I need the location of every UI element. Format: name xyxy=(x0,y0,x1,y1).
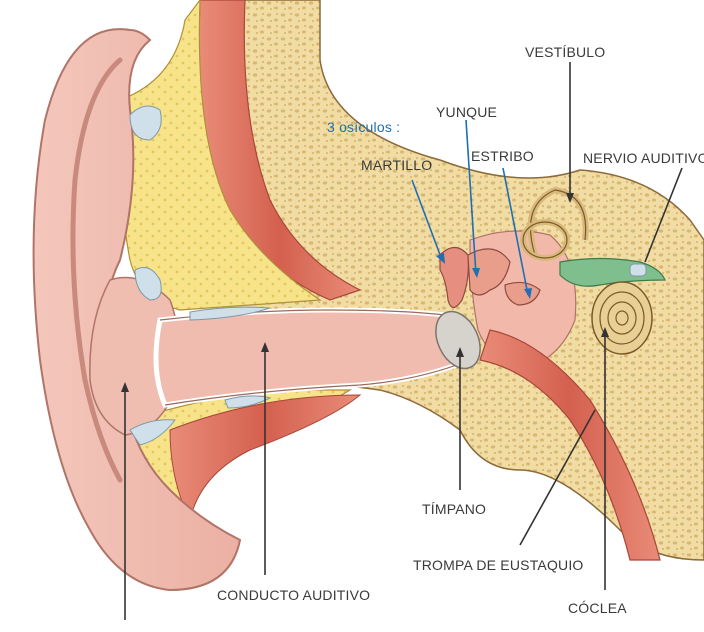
label-osiculos: 3 osículos : xyxy=(327,119,401,135)
pointer-trompa xyxy=(519,409,596,546)
cartilage-blob-3 xyxy=(189,306,271,321)
label-conducto-auditivo: CONDUCTO AUDITIVO xyxy=(217,587,371,603)
pointer-yunque xyxy=(465,119,477,276)
cartilage-blob-1 xyxy=(129,105,162,141)
stapes-shape xyxy=(504,281,541,306)
pointer-estribo xyxy=(502,167,529,296)
cartilage-blob-2 xyxy=(134,267,162,301)
incus-shape xyxy=(467,248,511,296)
pointer-martillo xyxy=(411,179,443,261)
nerve-cap xyxy=(629,263,647,277)
pointer-lines xyxy=(121,62,683,620)
label-trompa-de-eustaquio: TROMPA DE EUSTAQUIO xyxy=(413,557,584,573)
label-yunque: YUNQUE xyxy=(436,104,498,120)
pinna-fold xyxy=(70,57,123,483)
upper-cartilage xyxy=(119,0,322,311)
label-martillo: MARTILLO xyxy=(361,157,433,173)
label-estribo: ESTRIBO xyxy=(471,148,534,164)
label-coclea: CÓCLEA xyxy=(568,600,627,616)
pointer-pinna-arrow xyxy=(121,382,129,392)
cochlea-shape xyxy=(591,281,653,355)
pointer-yunque-arrow xyxy=(472,268,480,278)
pointer-conducto-arrow xyxy=(261,342,269,352)
cartilage-blob-4 xyxy=(129,419,176,446)
malleus-shape xyxy=(439,246,469,309)
pointer-vestibulo-arrow xyxy=(566,193,574,203)
label-timpano: TÍMPANO xyxy=(422,501,487,517)
pointer-coclea-arrow xyxy=(601,327,609,337)
pointer-estribo-arrow xyxy=(524,288,532,299)
label-vestibulo: VESTÍBULO xyxy=(525,44,606,60)
cartilage-blob-5 xyxy=(224,395,272,409)
pinna xyxy=(32,28,242,592)
label-nervio-auditivo: NERVIO AUDITIVO xyxy=(583,150,704,166)
eardrum-shape xyxy=(435,310,481,370)
pointer-nervio xyxy=(644,167,683,263)
pointer-martillo-arrow xyxy=(436,253,445,264)
eustachian-tube xyxy=(479,329,661,561)
semicircular-canals xyxy=(520,186,589,261)
pointer-timpano-arrow xyxy=(456,347,464,357)
